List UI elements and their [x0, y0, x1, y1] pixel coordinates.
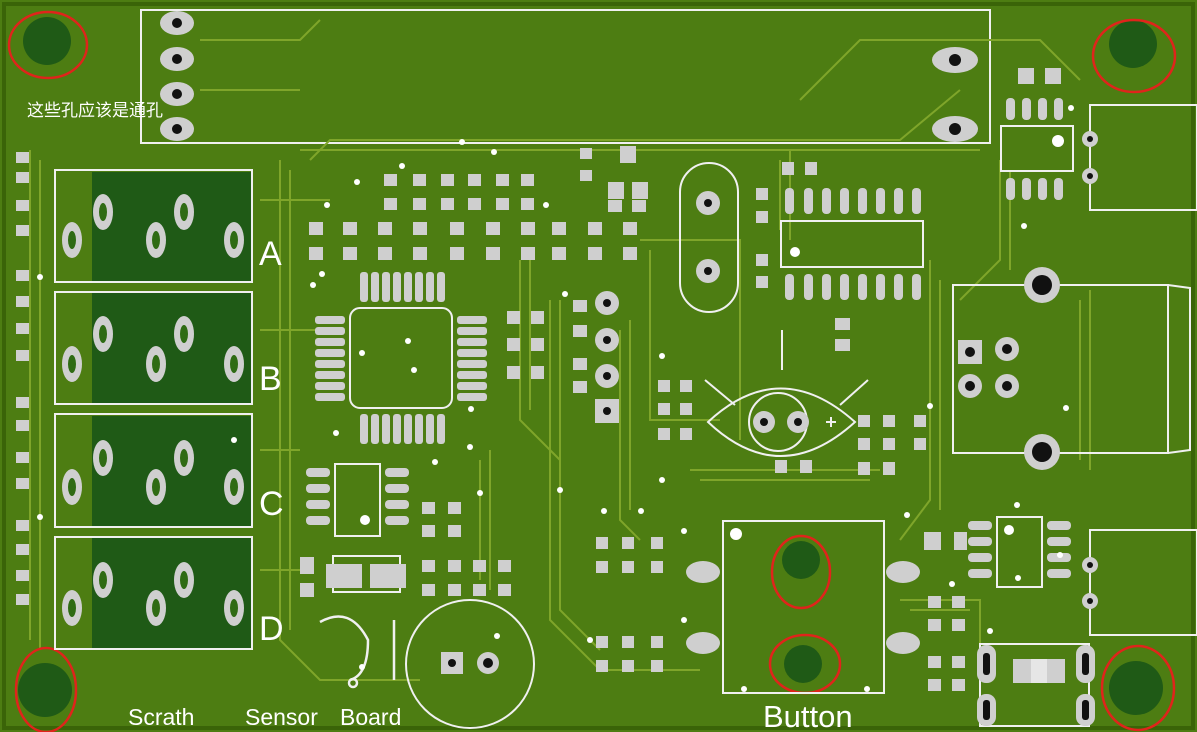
- red-markers: [7, 10, 1177, 732]
- ic-u5: [968, 516, 1071, 588]
- mount-hole-br: [1109, 661, 1163, 715]
- relays: [54, 169, 253, 650]
- marker-button-top: [770, 534, 832, 610]
- relay-a-outline: [54, 169, 253, 283]
- button-switch: [686, 520, 920, 694]
- slide-switch: [977, 643, 1095, 727]
- buzzer: [405, 599, 535, 729]
- relay-a-plane: [92, 172, 252, 282]
- marker-tl: [7, 10, 89, 80]
- relay-b-plane: [92, 293, 252, 403]
- mounting-holes: [18, 17, 1163, 717]
- mcu-chip: [315, 272, 487, 444]
- relay-label-d: D: [259, 610, 284, 648]
- relay-d-outline: [54, 536, 253, 650]
- vias: [37, 105, 1074, 692]
- relay-b-outline: [54, 291, 253, 405]
- header-pins: [595, 291, 619, 423]
- mount-hole-tl: [23, 17, 71, 65]
- label-button: Button: [763, 699, 853, 732]
- marker-br: [1100, 644, 1176, 732]
- crystal: [679, 162, 739, 313]
- relay-label-b: B: [259, 360, 282, 398]
- smd-passives: [300, 68, 1061, 691]
- eye-sensor-pads: [753, 411, 809, 433]
- smd-crystal: [326, 555, 406, 593]
- ic-u2: [780, 188, 924, 300]
- relay-planes: [92, 172, 252, 648]
- top-connector-pads: [160, 11, 978, 142]
- mount-hole-bl: [18, 663, 72, 717]
- annotation-text: 这些孔应该是通孔: [27, 101, 163, 121]
- relay-c-outline: [54, 413, 253, 528]
- ic-u3: [306, 463, 409, 537]
- relay-c-plane: [92, 416, 252, 526]
- relay-label-c: C: [259, 485, 284, 523]
- marker-bl: [14, 646, 78, 732]
- label-scrath: Scrath: [128, 704, 194, 730]
- relay-label-a: A: [259, 235, 282, 273]
- label-board: Board: [340, 704, 401, 730]
- ic-u4: [1000, 98, 1074, 200]
- top-connector-outline: [140, 9, 991, 144]
- microphone-symbol: [319, 615, 396, 689]
- label-sensor: Sensor: [245, 704, 318, 730]
- mcu-outline: [349, 307, 453, 409]
- left-edge-pads: [16, 152, 29, 605]
- jack-connector: [952, 267, 1191, 470]
- marker-tr: [1091, 18, 1177, 94]
- right-connectors: [1082, 104, 1197, 636]
- mount-hole-tr: [1109, 20, 1157, 68]
- relay-d-plane: [92, 538, 252, 648]
